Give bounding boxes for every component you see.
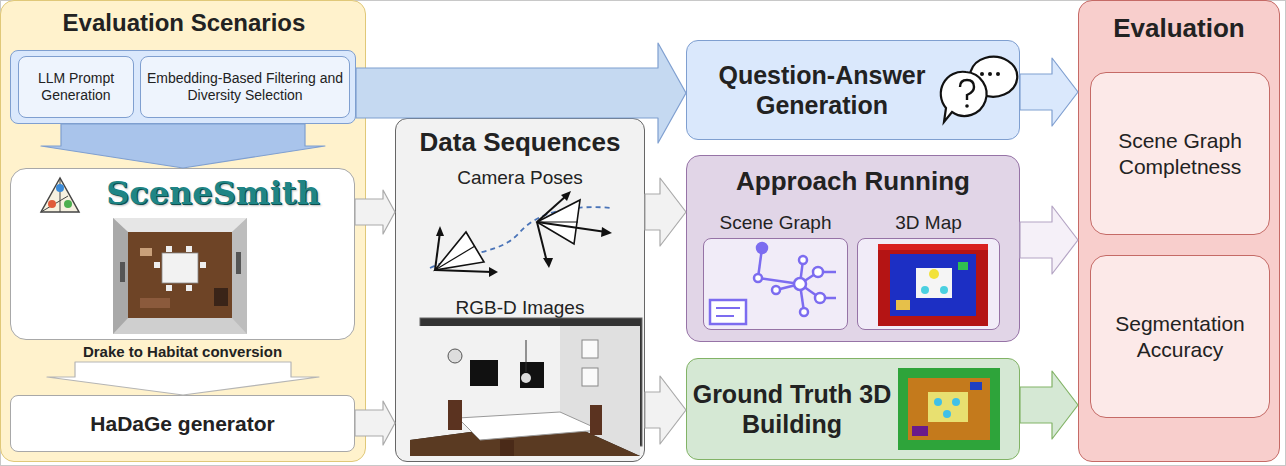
tool-logo-text: SceneSmith xyxy=(83,171,343,215)
process-label: LLM Prompt Generation xyxy=(19,57,133,117)
approach-panel: Approach RunningScene Graph3D Map xyxy=(686,155,1020,342)
block-arrow xyxy=(355,401,395,445)
qa-icon xyxy=(941,57,1017,122)
block-arrow xyxy=(41,124,325,168)
output-label: Scene Graph xyxy=(703,211,848,235)
process-box: LLM Prompt Generation xyxy=(18,56,134,118)
block-arrow xyxy=(1020,371,1078,439)
panel-heading: Evaluation xyxy=(1079,5,1279,53)
ground-truth-render xyxy=(898,368,1000,450)
camera-poses xyxy=(430,191,612,277)
output-box: Scene Graph xyxy=(703,238,848,330)
scenesmith-box: SceneSmithDrake to Habitat conversion xyxy=(10,168,355,340)
scene-graph-icon xyxy=(710,243,836,324)
generator-label: HaDaGe generator xyxy=(11,396,354,451)
block-arrow xyxy=(356,43,686,143)
output-box: 3D Map xyxy=(857,238,1000,330)
process-label: Embedding-Based Filtering and Diversity … xyxy=(141,57,349,117)
data-panel: Data SequencesCamera PosesRGB-D Images xyxy=(395,118,645,462)
metric-label: Scene Graph Completness xyxy=(1091,73,1269,234)
block-arrow xyxy=(1020,58,1078,126)
generation-band: LLM Prompt GenerationEmbedding-Based Fil… xyxy=(10,50,356,124)
block-arrow xyxy=(645,376,686,444)
process-box: Embedding-Based Filtering and Diversity … xyxy=(140,56,350,118)
process-label: Question-Answer Generation xyxy=(697,41,947,139)
process-label: Ground Truth 3D Building xyxy=(687,359,897,459)
block-arrow xyxy=(47,362,319,395)
block-arrow xyxy=(1020,206,1078,274)
qa-box: Question-Answer Generation xyxy=(686,40,1020,140)
panel-heading: Data Sequences xyxy=(396,123,644,163)
block-arrow xyxy=(645,178,686,246)
map-3d-render xyxy=(878,244,988,326)
panel-heading: Approach Running xyxy=(687,162,1019,202)
generator-box: HaDaGe generator xyxy=(10,395,355,452)
ground-truth-box: Ground Truth 3D Building xyxy=(686,358,1020,460)
metric-label: Segmentation Accuracy xyxy=(1091,256,1269,417)
output-label: 3D Map xyxy=(857,211,1000,235)
metric-box: Scene Graph Completness xyxy=(1090,72,1270,235)
scenarios-panel: Evaluation ScenariosLLM Prompt Generatio… xyxy=(0,0,366,462)
data-label: Camera Poses xyxy=(396,165,644,191)
evaluation-panel: EvaluationScene Graph CompletnessSegment… xyxy=(1078,0,1280,462)
data-label: RGB-D Images xyxy=(396,295,644,321)
metric-box: Segmentation Accuracy xyxy=(1090,255,1270,418)
conversion-caption: Drake to Habitat conversion xyxy=(10,342,355,362)
block-arrow xyxy=(355,190,395,234)
panel-heading: Evaluation Scenarios xyxy=(1,1,367,45)
rgbd-images xyxy=(410,318,642,456)
room-render xyxy=(113,218,247,334)
scenesmith-logo xyxy=(41,178,79,212)
